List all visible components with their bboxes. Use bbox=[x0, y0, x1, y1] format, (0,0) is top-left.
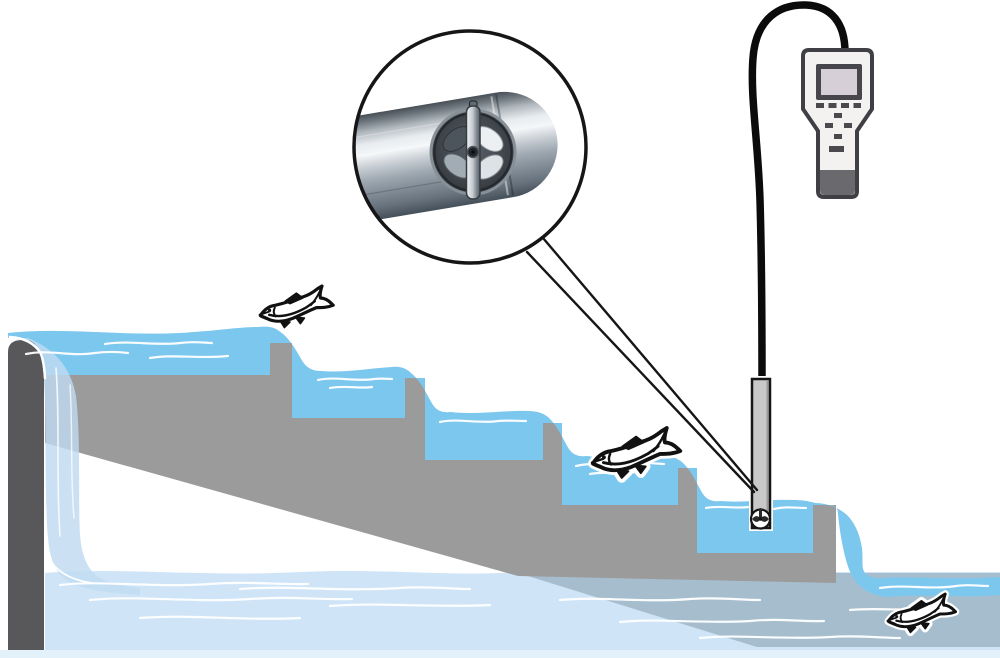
meter-grip bbox=[820, 170, 855, 195]
wave-line bbox=[878, 584, 990, 590]
handheld-meter bbox=[801, 48, 874, 199]
meter-button bbox=[829, 146, 844, 152]
wave-line bbox=[558, 597, 762, 602]
wave-line bbox=[148, 354, 230, 360]
wave-line bbox=[438, 419, 528, 424]
wave-line bbox=[238, 586, 472, 591]
wave-line bbox=[328, 603, 492, 608]
callout-border bbox=[352, 29, 588, 265]
propeller-hub-dot bbox=[758, 517, 763, 521]
wave-line bbox=[704, 505, 750, 510]
meter-keypad bbox=[816, 103, 861, 152]
weir-wall bbox=[8, 340, 44, 650]
detail-callout-circle bbox=[352, 29, 588, 265]
sensor-probe bbox=[749, 376, 773, 531]
meter-button bbox=[828, 103, 837, 108]
meter-button bbox=[844, 123, 852, 128]
callout-leader-lines bbox=[525, 236, 759, 494]
propeller-hub-center bbox=[471, 150, 475, 154]
fish-ladder-structure bbox=[45, 343, 836, 583]
meter-screen bbox=[821, 69, 857, 95]
bottom-water-strip bbox=[0, 650, 1000, 658]
wave-line bbox=[772, 506, 808, 511]
wave-line bbox=[316, 377, 394, 382]
wave-line bbox=[69, 384, 75, 519]
wave-line bbox=[618, 618, 826, 624]
meter-button bbox=[825, 123, 833, 128]
wave-line bbox=[47, 555, 93, 584]
wave-line bbox=[698, 635, 902, 640]
meter-button bbox=[816, 103, 824, 108]
wave-line bbox=[138, 615, 302, 620]
meter-button bbox=[834, 113, 842, 118]
wave-line bbox=[58, 581, 310, 587]
instrument-cable bbox=[748, 1, 849, 384]
wave-line bbox=[103, 341, 214, 346]
weir-waterfall bbox=[15, 338, 140, 595]
propeller-blades bbox=[442, 126, 504, 180]
meter-button bbox=[834, 134, 842, 139]
meter-button bbox=[853, 103, 861, 108]
meter-button bbox=[841, 103, 849, 108]
wave-line bbox=[55, 367, 61, 537]
leader-line bbox=[525, 250, 756, 494]
wave-line bbox=[24, 350, 130, 356]
wave-line bbox=[88, 596, 354, 602]
leader-line bbox=[541, 236, 759, 492]
wave-line bbox=[328, 385, 374, 390]
